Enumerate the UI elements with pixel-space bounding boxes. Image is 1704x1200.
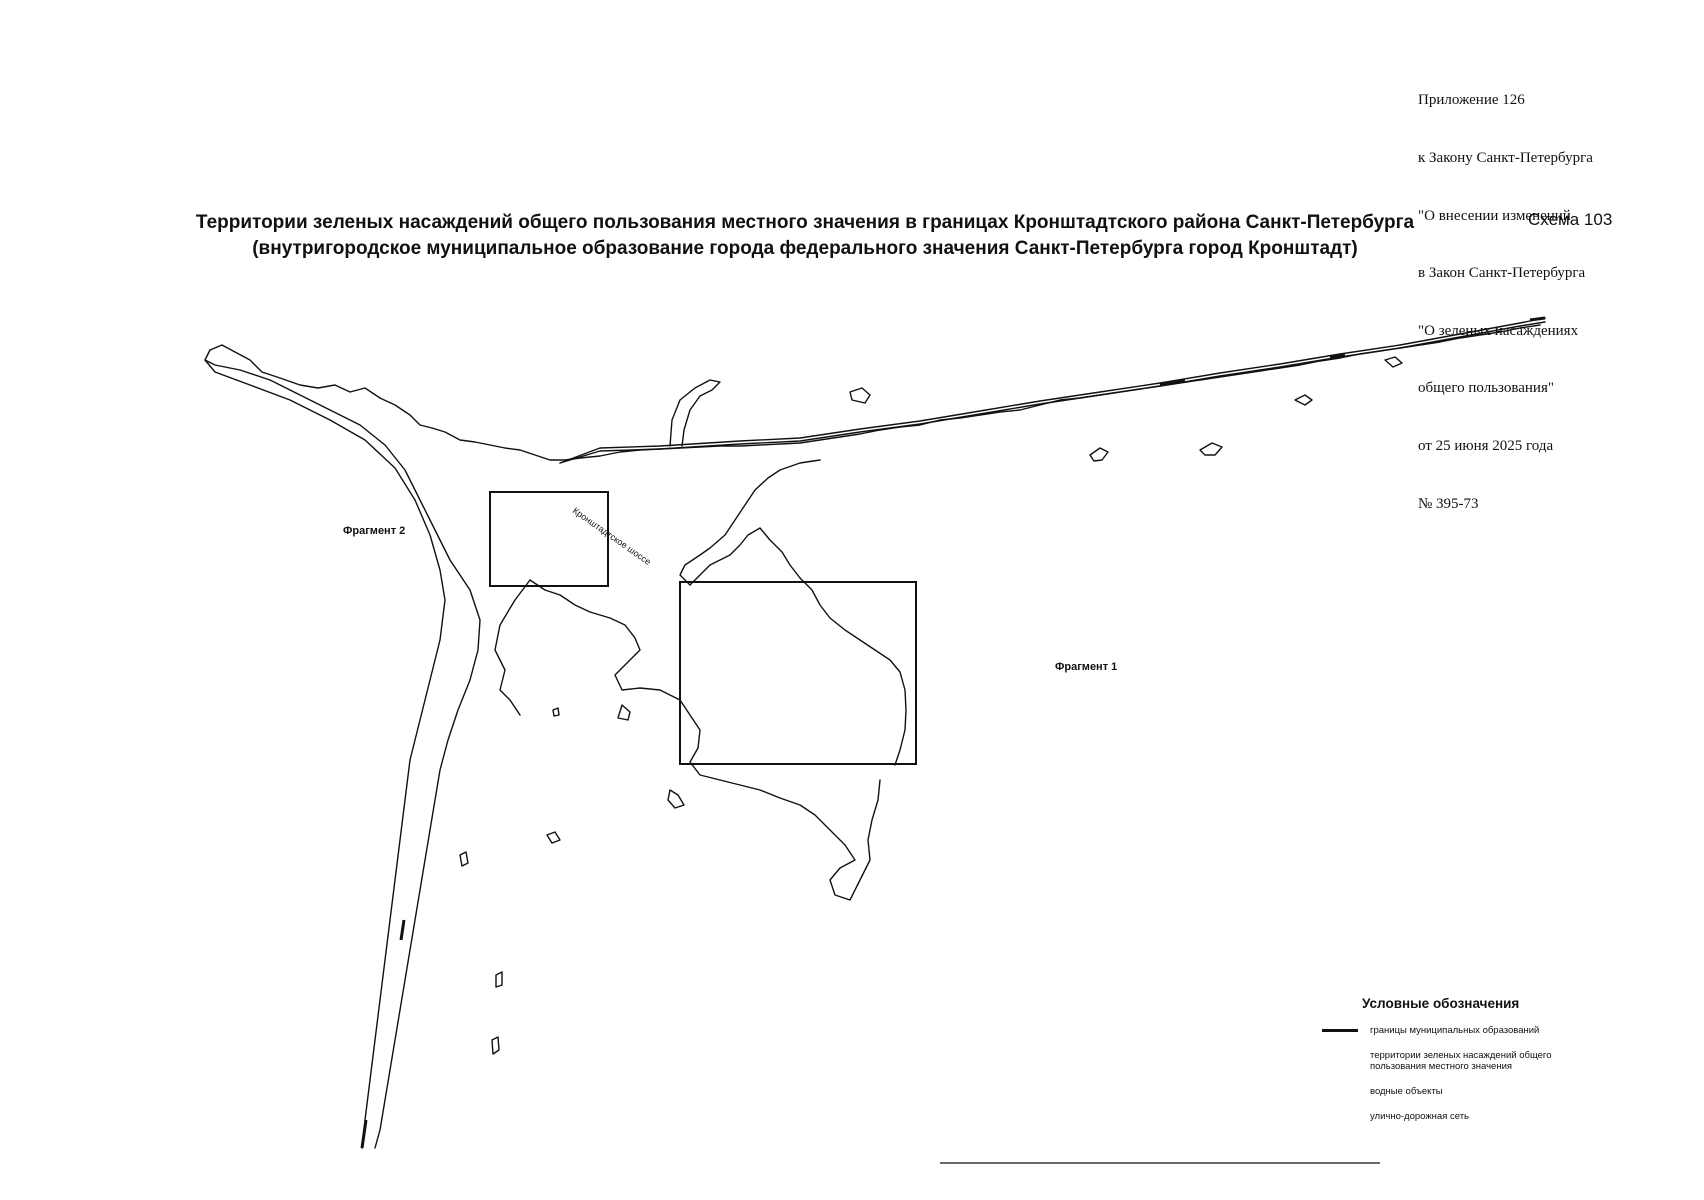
islet (546, 831, 561, 844)
legend-swatch-boundary (1322, 1025, 1358, 1036)
map-title-line1: Территории зеленых насаждений общего пол… (195, 212, 1415, 233)
annex-line: "О внесении изменений (1418, 207, 1571, 224)
islet (667, 789, 685, 809)
annex-line: к Закону Санкт-Петербурга (1418, 150, 1593, 167)
islet (459, 851, 469, 867)
islet (1384, 356, 1403, 368)
legend: Условные обозначения границы муниципальн… (1322, 996, 1622, 1136)
fragment-frame-2 (489, 491, 609, 587)
annex-line: от 25 июня 2025 года (1418, 438, 1554, 455)
islet (849, 387, 871, 404)
island-west-coast (494, 579, 531, 716)
map-title-line2: (внутригородское муниципальное образован… (252, 238, 1358, 259)
legend-label: территории зеленых насаждений общего пол… (1370, 1050, 1552, 1072)
legend-label: водные объекты (1370, 1086, 1443, 1097)
map-title: Территории зеленых насаждений общего пол… (160, 210, 1450, 262)
legend-title: Условные обозначения (1362, 996, 1520, 1011)
road-label: Кронштадтское шоссе (571, 505, 653, 567)
islet (1199, 442, 1223, 456)
annex-line: № 395-73 (1418, 495, 1479, 512)
legend-item: территории зеленых насаждений общего пол… (1322, 1050, 1622, 1072)
municipal-boundary (1159, 379, 1186, 387)
islet (617, 704, 631, 721)
coastline-northwest (209, 324, 1541, 461)
islet (552, 707, 560, 717)
legend-swatch-water (1322, 1086, 1358, 1097)
annex-line: в Закон Санкт-Петербурга (1418, 265, 1586, 282)
annex-block: Приложение 126 к Закону Санкт-Петербурга… (1418, 53, 1688, 533)
municipal-boundary (1329, 353, 1346, 359)
municipal-boundary (360, 1119, 368, 1149)
islet (1294, 394, 1313, 406)
legend-label: границы муниципальных образований (1370, 1025, 1540, 1036)
legend-swatch-roads (1322, 1111, 1358, 1122)
island-east-coast (689, 527, 907, 766)
fragment-frame-1 (679, 581, 917, 765)
island-north-coast (679, 459, 821, 586)
fragment-label-1: Фрагмент 1 (1055, 661, 1118, 673)
legend-label: улично-дорожная сеть (1370, 1111, 1470, 1122)
fragment-label-2: Фрагмент 2 (343, 525, 406, 537)
municipal-boundary (1529, 316, 1546, 322)
legend-swatch-green (1322, 1050, 1358, 1061)
annex-line: общего пользования" (1418, 380, 1554, 397)
dam-north-lower (559, 321, 1546, 464)
municipal-boundary (399, 919, 406, 941)
island-main (529, 579, 881, 901)
dam-north-upper (559, 317, 1546, 464)
scheme-label: Схема 103 (1528, 210, 1613, 229)
spit-north (669, 379, 721, 447)
islet (491, 1036, 500, 1055)
legend-item: границы муниципальных образований (1322, 1025, 1622, 1036)
islet (1089, 447, 1109, 462)
western-shore (204, 349, 481, 1149)
western-shore-inner (204, 359, 446, 1149)
legend-item: улично-дорожная сеть (1322, 1111, 1622, 1122)
legend-item: водные объекты (1322, 1086, 1622, 1097)
annex-line: Приложение 126 (1418, 92, 1525, 109)
islet (495, 971, 503, 988)
